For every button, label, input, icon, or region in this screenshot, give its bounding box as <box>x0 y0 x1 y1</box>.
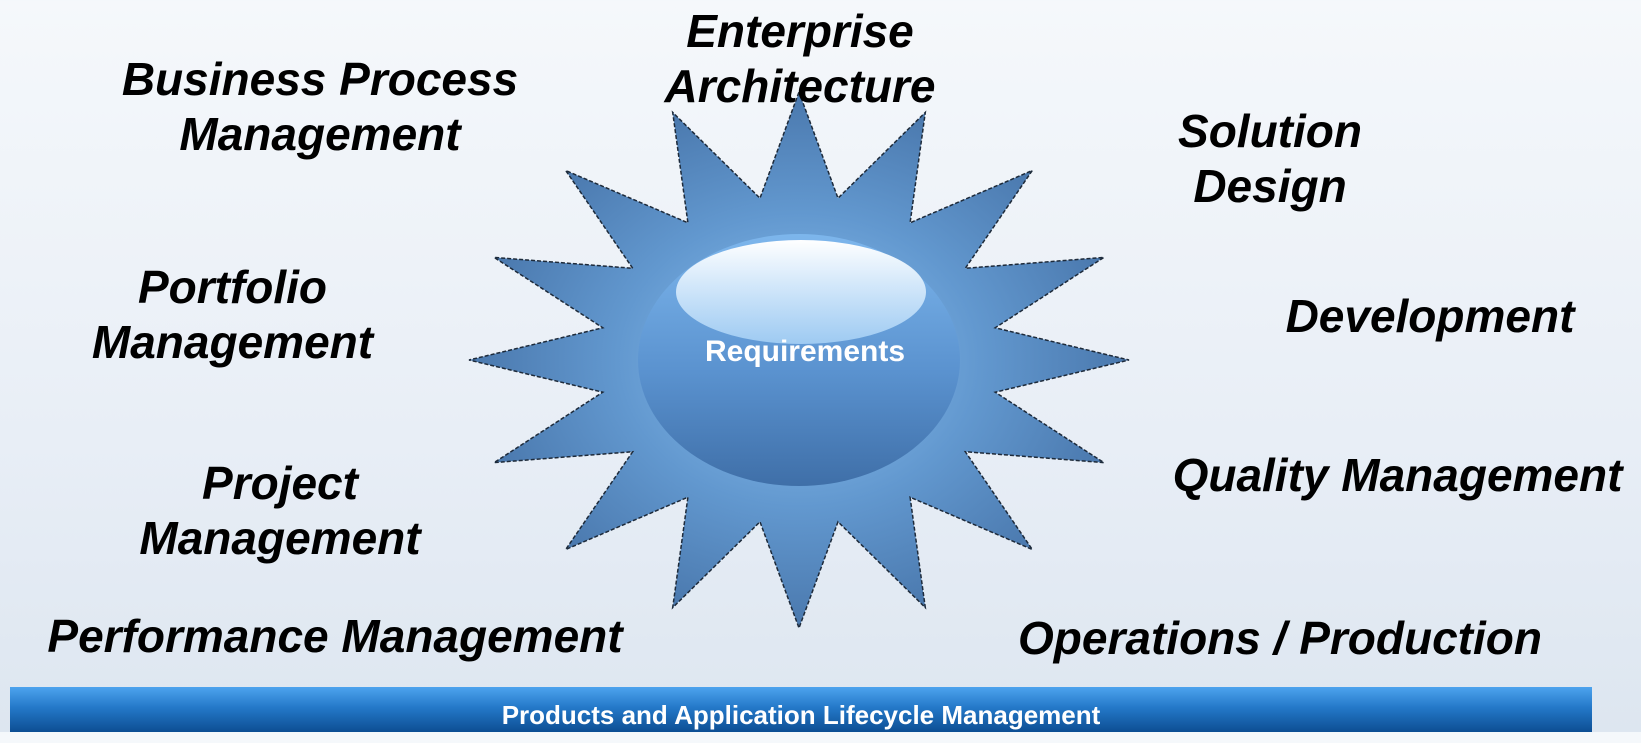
requirements-label: Requirements <box>704 335 906 368</box>
label-operations-production: Operations / Production <box>1018 612 1542 664</box>
label-enterprise-architecture: Enterprise Architecture <box>664 5 936 112</box>
label-performance-management: Performance Management <box>47 610 623 662</box>
label-development: Development <box>1285 290 1575 342</box>
footer-bar: Products and Application Lifecycle Manag… <box>10 687 1592 732</box>
sphere-highlight <box>676 240 926 344</box>
label-quality-management: Quality Management <box>1172 449 1623 501</box>
label-business-process-management: Business Process Management <box>121 53 519 160</box>
label-portfolio-management: Portfolio Management <box>91 261 374 368</box>
label-solution-design: Solution Design <box>1178 105 1362 212</box>
label-project-management: Project Management <box>139 457 421 564</box>
footer-label: Products and Application Lifecycle Manag… <box>501 700 1101 730</box>
